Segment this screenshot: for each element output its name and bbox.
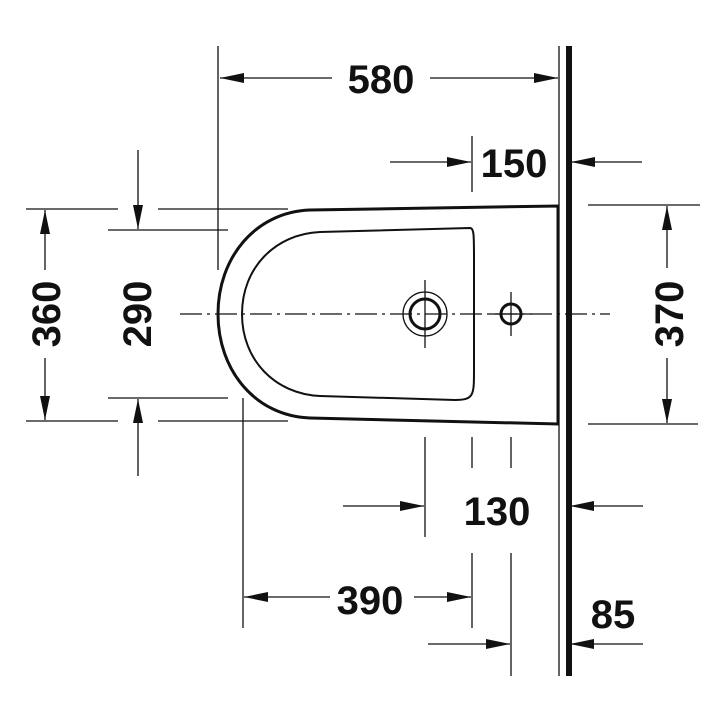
dimension-85: 85 [428,593,643,649]
svg-text:580: 580 [348,58,415,102]
dimension-390: 390 [242,398,512,676]
svg-text:360: 360 [25,281,69,348]
svg-text:130: 130 [464,490,531,534]
dimension-150: 150 [390,136,642,192]
dimension-370: 370 [588,204,700,425]
svg-text:150: 150 [481,142,548,186]
dimension-580: 580 [217,46,558,270]
svg-text:370: 370 [648,281,692,348]
bidet-outline [216,204,560,426]
svg-text:85: 85 [591,593,636,637]
dimension-290: 290 [108,150,228,476]
svg-text:390: 390 [337,579,404,623]
svg-text:290: 290 [116,281,160,348]
dimension-130: 130 [343,437,643,537]
dimension-360: 360 [25,208,288,422]
waste-outlet-icon [402,280,448,348]
wall [558,46,572,676]
tap-hole-icon [490,292,532,336]
